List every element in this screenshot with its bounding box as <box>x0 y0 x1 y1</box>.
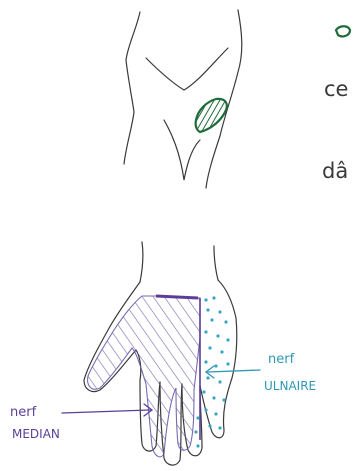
hand-wrist-right <box>214 246 218 280</box>
hand-wrist-left <box>140 242 143 282</box>
top-right-text-fragment: ce <box>324 77 348 101</box>
label-nerf-median-line1: nerf <box>10 405 37 420</box>
median-top-edge <box>156 296 198 298</box>
little-finger-outline <box>200 280 237 438</box>
forearm-sketch <box>124 10 242 188</box>
label-nerf-median-line2: MEDIAN <box>12 427 60 441</box>
median-arrow <box>62 404 152 416</box>
wrist-crease <box>146 48 228 90</box>
green-mark-top-right <box>336 26 350 36</box>
label-nerf-ulnaire-line1: nerf <box>268 352 295 367</box>
median-nerve-zone <box>88 296 200 457</box>
mid-right-text-fragment: dâ <box>322 159 348 183</box>
wrist-fold <box>164 120 200 180</box>
label-nerf-ulnaire-line2: ULNAIRE <box>264 379 316 393</box>
forearm-left-outline <box>124 12 140 164</box>
